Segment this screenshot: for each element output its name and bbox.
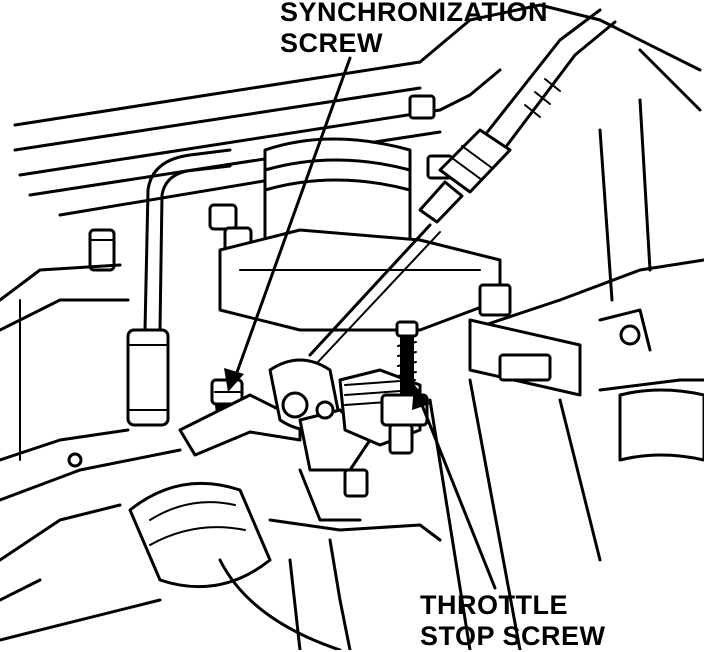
throttle-linkage <box>178 358 422 522</box>
synchronization-screw-label: SYNCHRONIZATION SCREW <box>280 0 548 59</box>
synchronization-screw-label-line2: SCREW <box>280 28 383 58</box>
breather-tube <box>126 148 232 427</box>
throttle-cable <box>308 8 617 363</box>
sync-screw-leader <box>224 56 352 392</box>
air-inlet-duct <box>0 481 442 650</box>
synchronization-screw-label-line1: SYNCHRONIZATION <box>280 0 548 27</box>
throttle-stop-screw-label-line1: THROTTLE <box>420 590 568 620</box>
throttle-body-housing <box>218 137 512 332</box>
throttle-stop-leader <box>412 384 497 590</box>
throttle-stop-screw-label: THROTTLE STOP SCREW <box>420 590 606 652</box>
engine-block-left <box>0 263 182 602</box>
throttle-stop-screw-label-line2: STOP SCREW <box>420 621 606 651</box>
intake-runner-right <box>428 98 704 650</box>
